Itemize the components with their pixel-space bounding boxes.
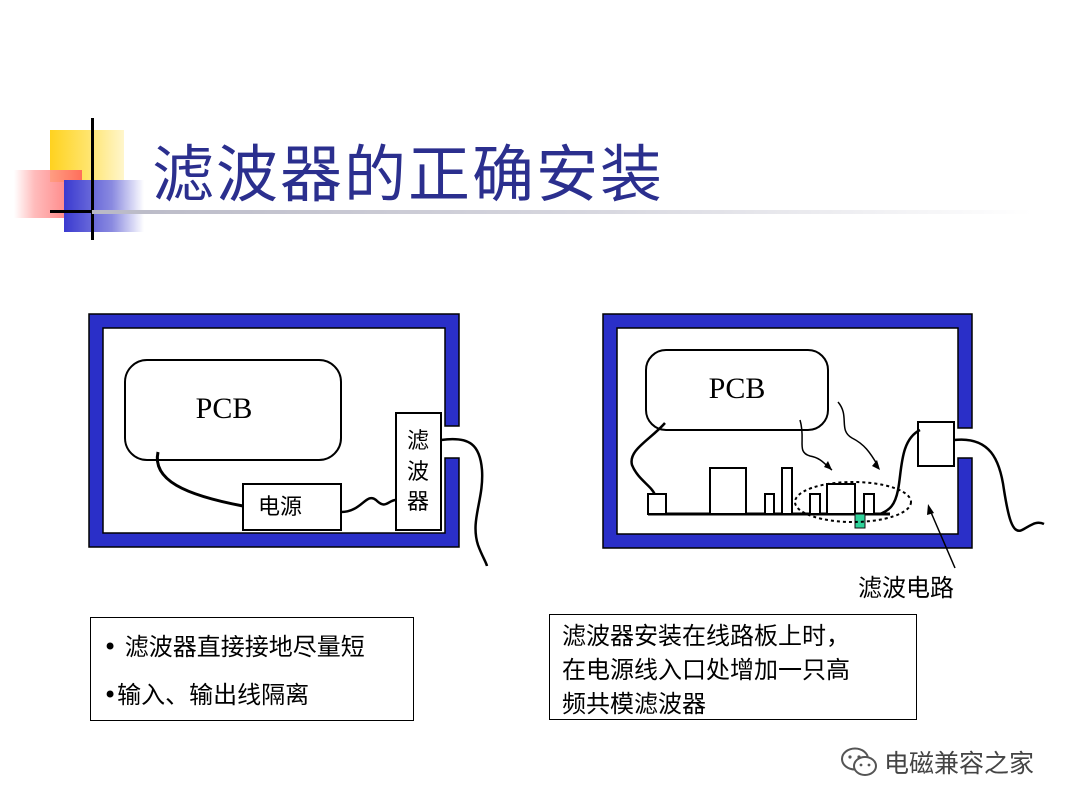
left-power-label: 电源	[258, 495, 302, 520]
left-note-line-2: •输入、输出线隔离	[103, 681, 310, 709]
right-filter-circuit-label: 滤波电路	[858, 574, 954, 602]
left-enclosure	[88, 313, 460, 548]
left-note-box: • 滤波器直接接地尽量短 •输入、输出线隔离	[90, 617, 414, 721]
right-connector	[647, 493, 667, 515]
left-power-box	[242, 483, 342, 531]
right-label-leader	[929, 509, 956, 569]
left-filter-char-2: 波	[407, 460, 429, 485]
wechat-icon	[841, 747, 877, 776]
right-pointer-arrowhead-1	[824, 461, 832, 470]
right-pointer-squiggle-2	[837, 401, 879, 467]
right-note-box: 滤波器安装在线路板上时， 在电源线入口处增加一只高 频共模滤波器	[549, 614, 917, 720]
right-note-line-2: 在电源线入口处增加一只高	[562, 656, 850, 684]
right-component-small-1	[764, 493, 775, 515]
right-enclosure-diagram: PCB 滤波电路	[602, 313, 1045, 602]
right-filter-cap-1	[809, 493, 821, 515]
right-filter-circuit-outline	[794, 481, 912, 523]
left-pcb-wire	[155, 451, 244, 508]
right-note-line-1: 滤波器安装在线路板上时，	[562, 622, 850, 650]
right-pcb-label: PCB	[709, 372, 766, 405]
right-component-large	[709, 467, 747, 515]
watermark: 电磁兼容之家	[840, 744, 1034, 780]
right-note-line-3: 频共模滤波器	[562, 690, 706, 718]
deco-blue-square	[64, 180, 144, 232]
left-filter-char-3: 器	[407, 490, 429, 515]
slide-title: 滤波器的正确安装	[152, 138, 665, 211]
right-pcb-box	[645, 349, 829, 431]
left-note-line-1: • 滤波器直接接地尽量短	[103, 633, 365, 661]
right-label-arrowhead	[927, 504, 934, 515]
left-pcb-box	[124, 359, 342, 461]
left-power-wire	[340, 496, 397, 514]
right-pcb-wire	[630, 422, 666, 496]
left-filter-char-1: 滤	[407, 429, 429, 454]
right-filter-choke	[826, 483, 856, 515]
deco-vertical-line	[91, 118, 94, 240]
left-pcb-label: PCB	[196, 392, 253, 425]
left-enclosure-diagram: PCB 电源 滤 波 器	[88, 313, 489, 567]
right-component-tall	[781, 467, 793, 515]
right-pointer-arrowhead-2	[872, 460, 880, 470]
left-external-cable	[440, 437, 489, 567]
right-external-cable	[953, 438, 1045, 532]
right-filter-cap-2	[863, 493, 875, 515]
right-common-mode-filter	[917, 421, 955, 467]
right-enclosure	[602, 313, 973, 549]
right-filter-to-board-wire	[879, 428, 921, 516]
title-underline	[92, 210, 1032, 214]
watermark-text: 电磁兼容之家	[884, 749, 1035, 778]
left-filter-box	[395, 412, 442, 531]
